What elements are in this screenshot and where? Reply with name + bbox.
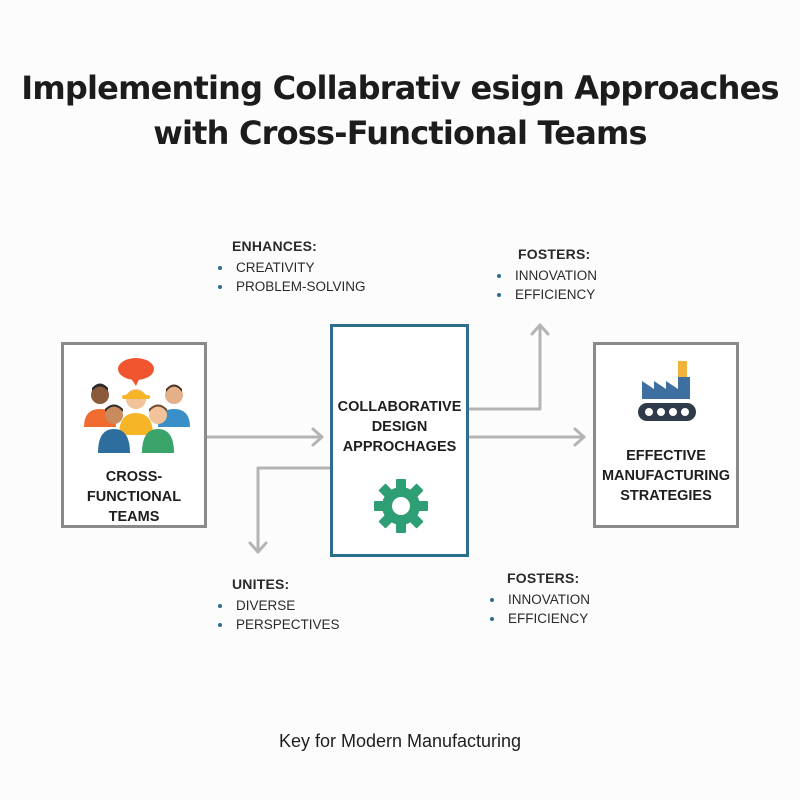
team-people-icon [84, 358, 190, 453]
list-item: INNOVATION [489, 590, 590, 609]
annotation-list: INNOVATION EFFICIENCY [489, 590, 590, 628]
title-line-2: with Cross-Functional Teams [153, 114, 647, 152]
collab-label-line-3: APPROCHAGES [342, 439, 457, 455]
diagram-title: Implementing Collabrativ esign Approache… [0, 66, 800, 156]
annotation-unites: UNITES: DIVERSE PERSPECTIVES [217, 576, 340, 634]
annotation-fosters-bottom: FOSTERS: INNOVATION EFFICIENCY [489, 570, 590, 628]
list-item: PROBLEM-SOLVING [217, 277, 366, 296]
effective-label-line-1: EFFECTIVE [626, 448, 706, 464]
annotation-fosters-top: FOSTERS: INNOVATION EFFICIENCY [496, 246, 597, 304]
collab-label: COLLABORATIVE DESIGN APPROCHAGES [333, 397, 466, 457]
arrowhead-down-unites [248, 541, 268, 554]
footer-caption: Key for Modern Manufacturing [278, 731, 522, 751]
effective-label: EFFECTIVE MANUFACTURING STRATEGIES [596, 446, 736, 506]
collab-label-line-2: DESIGN [371, 419, 428, 435]
annotation-list: CREATIVITY PROBLEM-SOLVING [217, 258, 366, 296]
effective-label-line-3: STRATEGIES [620, 488, 712, 504]
list-item: EFFICIENCY [489, 609, 590, 628]
arrowhead-teams-to-collab [311, 427, 324, 447]
annotation-heading: FOSTERS: [507, 570, 580, 586]
annotation-list: INNOVATION EFFICIENCY [496, 266, 597, 304]
collaborative-design-box: COLLABORATIVE DESIGN APPROCHAGES [330, 324, 469, 557]
list-item: CREATIVITY [217, 258, 366, 277]
list-item: INNOVATION [496, 266, 597, 285]
arrowhead-up-fosters [530, 323, 550, 336]
annotation-heading: ENHANCES: [232, 238, 318, 254]
annotation-heading: FOSTERS: [518, 246, 591, 262]
list-item: EFFICIENCY [496, 285, 597, 304]
annotation-heading: UNITES: [232, 576, 290, 592]
teams-label: CROSS-FUNCTIONAL TEAMS [64, 467, 204, 527]
effective-manufacturing-box: EFFECTIVE MANUFACTURING STRATEGIES [593, 342, 739, 528]
arrow-up-fosters [468, 323, 542, 411]
gear-icon [374, 479, 428, 533]
title-line-1: Implementing Collabrativ esign Approache… [21, 69, 779, 107]
effective-label-line-2: MANUFACTURING [601, 468, 731, 484]
factory-icon [638, 361, 696, 421]
collab-label-line-1: COLLABORATIVE [337, 399, 462, 415]
arrowhead-collab-to-effective [573, 427, 586, 447]
annotation-enhances: ENHANCES: CREATIVITY PROBLEM-SOLVING [217, 238, 366, 296]
list-item: PERSPECTIVES [217, 615, 340, 634]
arrow-down-unites [256, 466, 332, 554]
teams-label-line-2: TEAMS [108, 509, 160, 525]
cross-functional-teams-box: CROSS-FUNCTIONAL TEAMS [61, 342, 207, 528]
list-item: DIVERSE [217, 596, 340, 615]
annotation-list: DIVERSE PERSPECTIVES [217, 596, 340, 634]
teams-label-line-1: CROSS-FUNCTIONAL [86, 469, 182, 505]
